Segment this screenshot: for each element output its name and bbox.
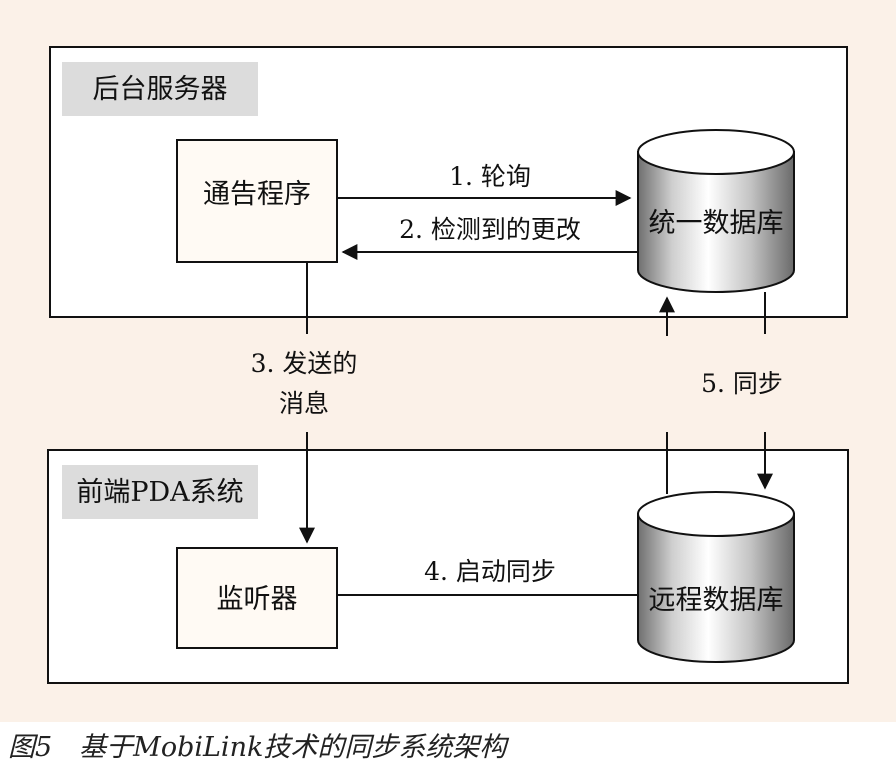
frontend-group-label: 前端PDA系统	[76, 477, 243, 508]
remote-database-cylinder	[637, 491, 795, 663]
architecture-diagram: 后台服务器 前端PDA系统 通告程序 监听器 统一数据库 远程数据库 1. 轮询…	[0, 0, 896, 722]
sent-message-label-line2: 消息	[279, 389, 329, 418]
backend-group-label: 后台服务器	[93, 74, 228, 105]
start-sync-label: 4. 启动同步	[424, 557, 556, 586]
figure-caption: 图5 基于MobiLink技术的同步系统架构	[8, 732, 507, 763]
frontend-group-label-bg	[62, 465, 258, 519]
notifier-box	[176, 139, 338, 263]
backend-group-label-bg	[62, 62, 258, 116]
sync-label: 5. 同步	[701, 369, 783, 398]
remote-database-label: 远程数据库	[649, 585, 784, 616]
central-database-cylinder	[637, 129, 795, 293]
listener-box	[176, 547, 338, 649]
sent-message-label-line1: 3. 发送的	[251, 349, 358, 378]
detected-changes-label: 2. 检测到的更改	[399, 215, 581, 244]
notifier-label: 通告程序	[203, 179, 311, 210]
central-database-label: 统一数据库	[649, 208, 784, 239]
poll-label: 1. 轮询	[449, 162, 531, 191]
listener-label: 监听器	[217, 584, 298, 615]
